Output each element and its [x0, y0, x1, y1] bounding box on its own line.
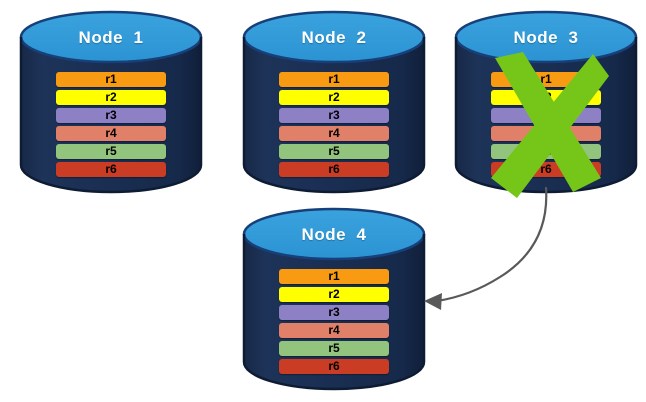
row-item[interactable]: r3	[56, 108, 166, 123]
row-item[interactable]: r1	[56, 72, 166, 87]
row-item[interactable]: r5	[491, 144, 601, 159]
row-list-node3: r1 r2 r3 r4 r5 r6	[455, 72, 637, 177]
row-list-node4: r1 r2 r3 r4 r5 r6	[243, 269, 425, 374]
row-item[interactable]: r6	[491, 162, 601, 177]
row-item[interactable]: r1	[279, 72, 389, 87]
row-item[interactable]: r4	[279, 126, 389, 141]
row-item[interactable]: r6	[279, 162, 389, 177]
node-node4[interactable]: Node 4 r1 r2 r3 r4 r5 r6	[242, 207, 426, 391]
row-item[interactable]: r2	[279, 90, 389, 105]
row-item[interactable]: r3	[279, 305, 389, 320]
row-item[interactable]: r2	[56, 90, 166, 105]
row-item[interactable]: r2	[279, 287, 389, 302]
node-node3[interactable]: Node 3 r1 r2 r3 r4 r5 r6	[454, 10, 638, 198]
row-item[interactable]: r5	[279, 144, 389, 159]
row-item[interactable]: r6	[56, 162, 166, 177]
row-list-node2: r1 r2 r3 r4 r5 r6	[243, 72, 425, 177]
row-item[interactable]: r5	[279, 341, 389, 356]
row-item[interactable]: r4	[491, 126, 601, 141]
row-item[interactable]: r4	[56, 126, 166, 141]
row-item[interactable]: r4	[279, 323, 389, 338]
row-item[interactable]: r1	[491, 72, 601, 87]
node-node1[interactable]: Node 1 r1 r2 r3 r4 r5 r6	[19, 10, 203, 194]
row-item[interactable]: r3	[491, 108, 601, 123]
node-node2[interactable]: Node 2 r1 r2 r3 r4 r5 r6	[242, 10, 426, 194]
row-list-node1: r1 r2 r3 r4 r5 r6	[20, 72, 202, 177]
row-item[interactable]: r6	[279, 359, 389, 374]
row-item[interactable]: r3	[279, 108, 389, 123]
row-item[interactable]: r1	[279, 269, 389, 284]
row-item[interactable]: r5	[56, 144, 166, 159]
row-item[interactable]: r2	[491, 90, 601, 105]
